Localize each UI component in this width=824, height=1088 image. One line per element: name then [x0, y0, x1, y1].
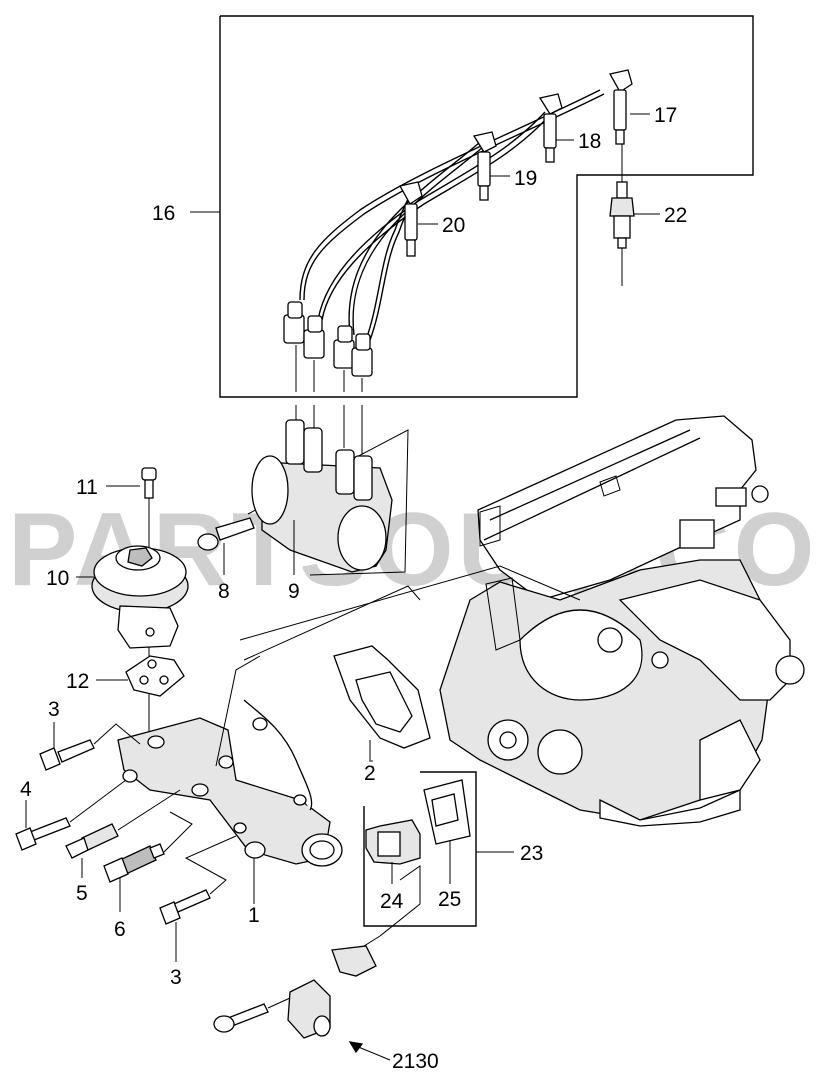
callout-10: 10 [46, 567, 69, 590]
bolt-3-lower [159, 835, 237, 925]
callout-2: 2 [364, 762, 376, 785]
callout-2130: 2130 [392, 1050, 439, 1073]
plug-boot-17 [609, 69, 633, 145]
thermostat-housing-1 [117, 585, 421, 867]
callout-22: 22 [664, 204, 687, 227]
spark-plug-wires [299, 89, 605, 341]
ignition-wire-set-frame [219, 15, 754, 398]
wire-boots [283, 301, 373, 377]
callout-5: 5 [76, 882, 88, 905]
temp-sensor-6 [103, 811, 193, 883]
plug-boot-18 [538, 93, 563, 163]
gasket-2 [333, 645, 431, 762]
plug-boot-20 [399, 181, 423, 257]
bolt-4 [15, 779, 127, 851]
bolt-8 [197, 517, 255, 551]
callout-3-upper: 3 [48, 698, 60, 721]
callout-9: 9 [288, 580, 300, 603]
callout-3-lower: 3 [170, 966, 182, 989]
callout-19: 19 [514, 167, 537, 190]
callout-18: 18 [578, 130, 601, 153]
crank-sensor-frame-23 [353, 771, 514, 951]
bolt-3-upper [39, 723, 141, 771]
callout-8: 8 [218, 580, 230, 603]
callout-12: 12 [66, 670, 89, 693]
callout-11: 11 [76, 476, 98, 499]
plug-boot-19 [472, 131, 497, 201]
coil-leaders [295, 345, 363, 455]
leader-lines [25, 113, 660, 1061]
callouts: 16 17 18 19 20 22 11 10 12 8 9 3 4 5 6 3… [20, 104, 687, 1073]
callout-25: 25 [438, 888, 461, 911]
callout-17: 17 [654, 104, 677, 127]
temp-sensor-5 [65, 789, 181, 859]
engine-block [239, 415, 805, 827]
callout-23: 23 [520, 842, 543, 865]
gasket-12 [125, 655, 185, 697]
egr-valve-10 [91, 545, 189, 649]
callout-24: 24 [380, 890, 404, 913]
callout-1: 1 [248, 904, 260, 927]
sensor-2130 [213, 945, 377, 1039]
callout-6: 6 [114, 918, 126, 941]
callout-16: 16 [152, 202, 175, 225]
spark-plug-22 [609, 144, 635, 286]
callout-4: 4 [20, 778, 32, 801]
callout-20: 20 [442, 214, 465, 237]
